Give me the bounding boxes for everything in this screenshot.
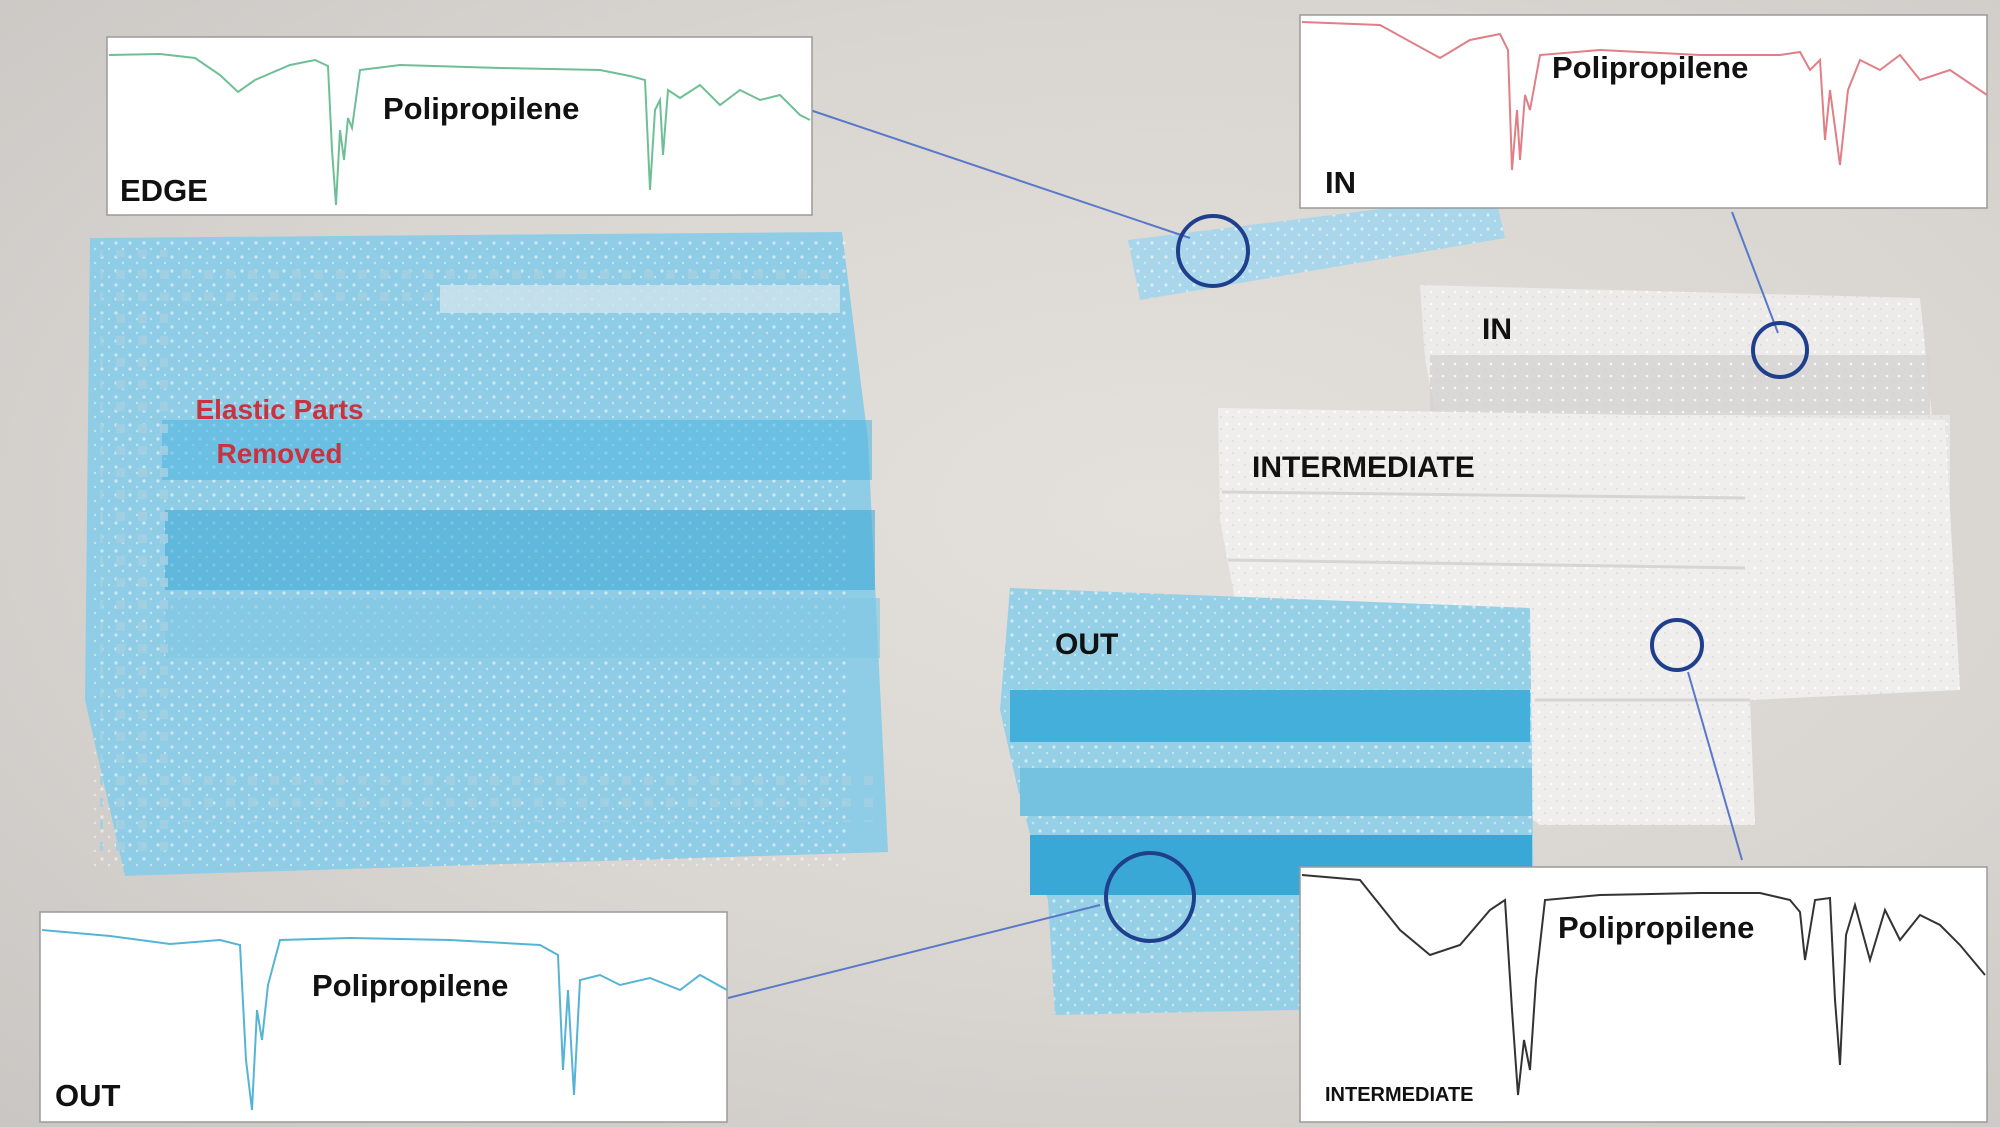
spectrum-inset-out-frame [39,911,728,1123]
spectrum-inset-intermediate [1299,866,1988,1123]
spectrum-trace-out [41,929,728,1111]
spectrum-trace-edge [108,52,811,206]
spectrum-tag-intermediate: INTERMEDIATE [1325,1084,1474,1106]
mask-pleat [165,598,880,658]
connector-out [727,904,1101,999]
connector-in [1731,211,1779,334]
out-layer-label: OUT [1055,628,1119,661]
spectrum-title-intermediate: Polipropilene [1558,910,1755,945]
mask-pleat [165,510,875,590]
sample-circle-in [1751,321,1809,379]
mask-pleat [162,420,872,480]
spectrum-inset-in-frame [1299,14,1988,209]
spectrum-title-edge: Polipropilene [383,91,580,126]
sample-circle-out [1104,851,1196,943]
spectrum-tag-in: IN [1325,165,1356,200]
spectrum-inset-edge-frame [106,36,813,216]
spectrum-inset-intermediate-frame [1299,866,1988,1123]
connector-lines [727,109,1779,999]
sample-circle-intermediate [1650,618,1704,672]
spectrum-inset-edge [106,36,813,216]
mask-seam-bottom [165,770,880,822]
spectrum-trace-intermediate [1301,874,1986,1096]
spectrum-tag-out: OUT [55,1078,121,1113]
spectrum-inset-out [39,911,728,1123]
spectrum-title-in: Polipropilene [1552,50,1749,85]
elastic-parts-note-line1: Elastic Parts [195,394,364,425]
nose-wire [440,285,840,313]
sampling-circles [1104,214,1809,943]
spectrum-title-out: Polipropilene [312,968,509,1003]
elastic-parts-note-line2: Removed [216,438,343,469]
intermediate-layer-label: INTERMEDIATE [1252,451,1475,484]
spectrum-tag-edge: EDGE [120,173,208,208]
mask-seam-left [100,250,168,860]
spectrum-inset-in [1299,14,1988,209]
sample-circle-edge [1176,214,1250,288]
surgical-mask [85,232,888,876]
connector-intermediate [1687,671,1743,861]
elastic-parts-note: Elastic Parts Removed [172,388,387,476]
in-layer-label: IN [1482,313,1512,346]
connector-edge [809,109,1191,239]
edge-strip [1128,195,1505,300]
spectrum-trace-in [1301,21,1988,171]
